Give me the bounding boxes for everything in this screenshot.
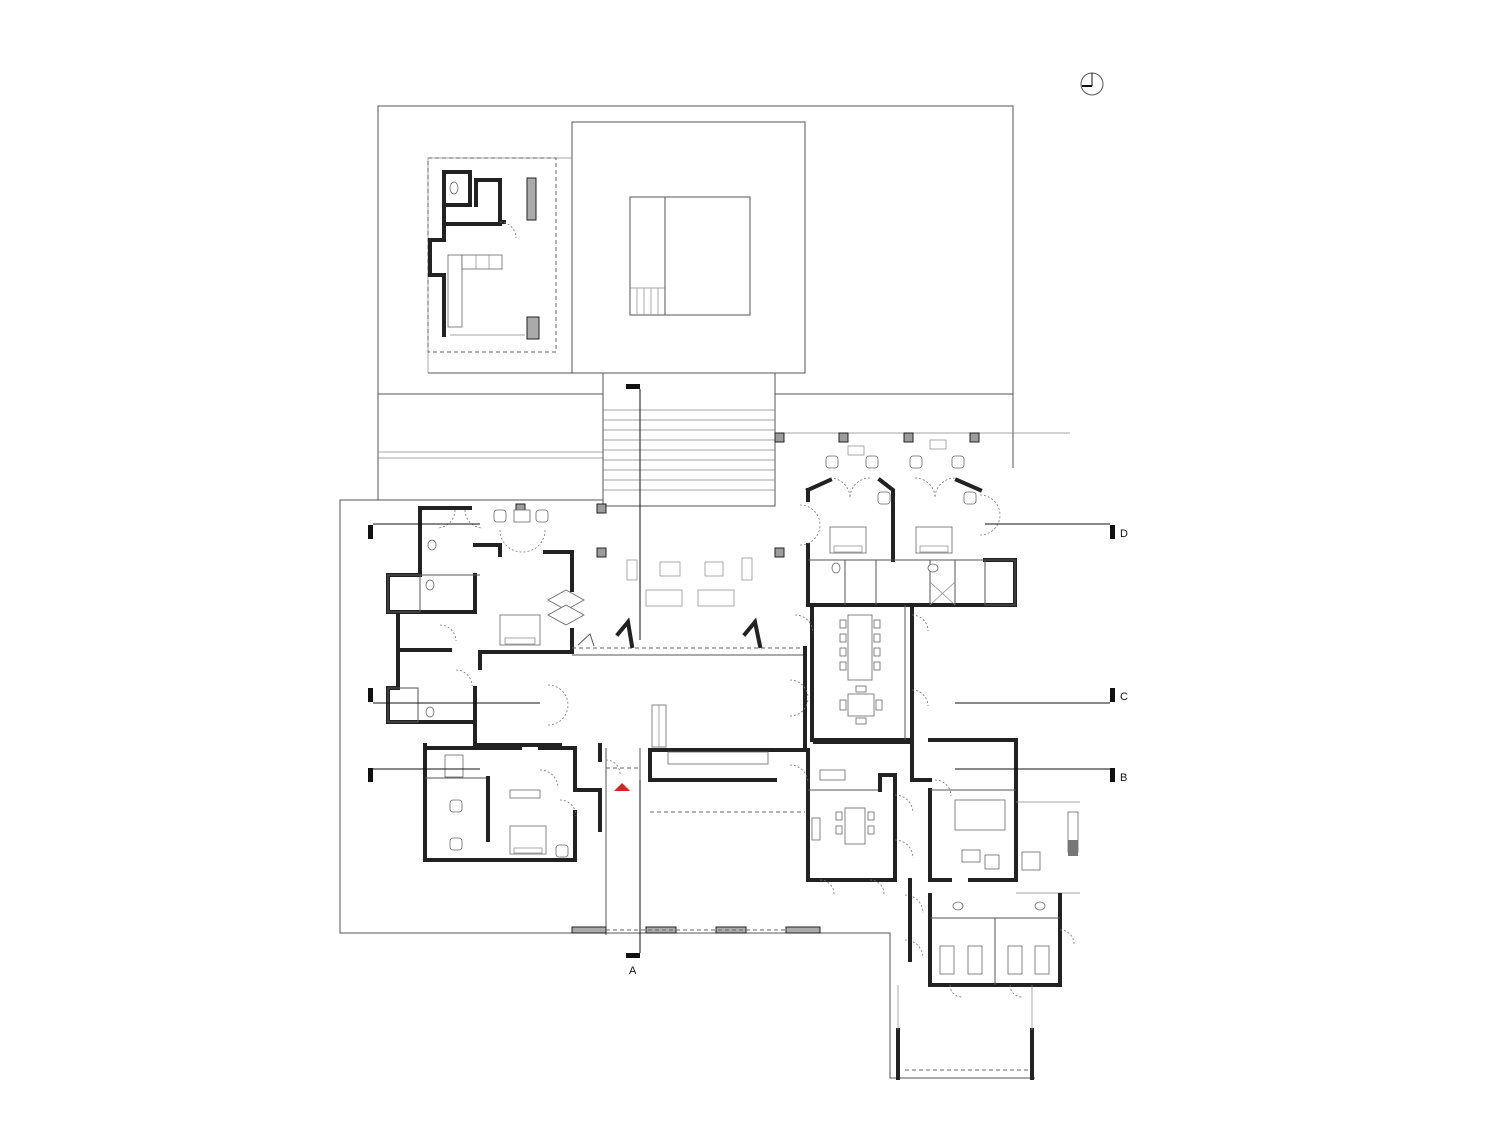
entry-triangle-icon <box>614 783 630 791</box>
section-c-label: C <box>1120 691 1128 703</box>
section-b-label: B <box>1120 772 1127 784</box>
dining-room <box>789 603 929 742</box>
left-wing <box>386 506 602 862</box>
site-outline <box>339 105 1070 1079</box>
entrance-steps <box>602 372 776 507</box>
lower-right-wing <box>896 738 1080 1080</box>
kitchen-wing <box>789 740 914 895</box>
north-arrow-icon <box>1080 72 1104 96</box>
section-marker-a: A <box>626 384 641 977</box>
section-d-label: D <box>1120 528 1128 540</box>
columns <box>515 432 980 558</box>
pool <box>629 196 751 316</box>
terrace-furniture <box>626 439 947 607</box>
section-marker-b: B <box>368 768 1127 784</box>
section-marker-d: D <box>368 523 1128 540</box>
central-gallery <box>572 617 807 945</box>
section-a-label: A <box>629 965 637 977</box>
pool-house <box>427 157 557 353</box>
section-marker-c: C <box>368 688 1128 704</box>
right-upper-wing <box>799 455 1017 607</box>
terrace-wall-segments <box>571 926 821 934</box>
